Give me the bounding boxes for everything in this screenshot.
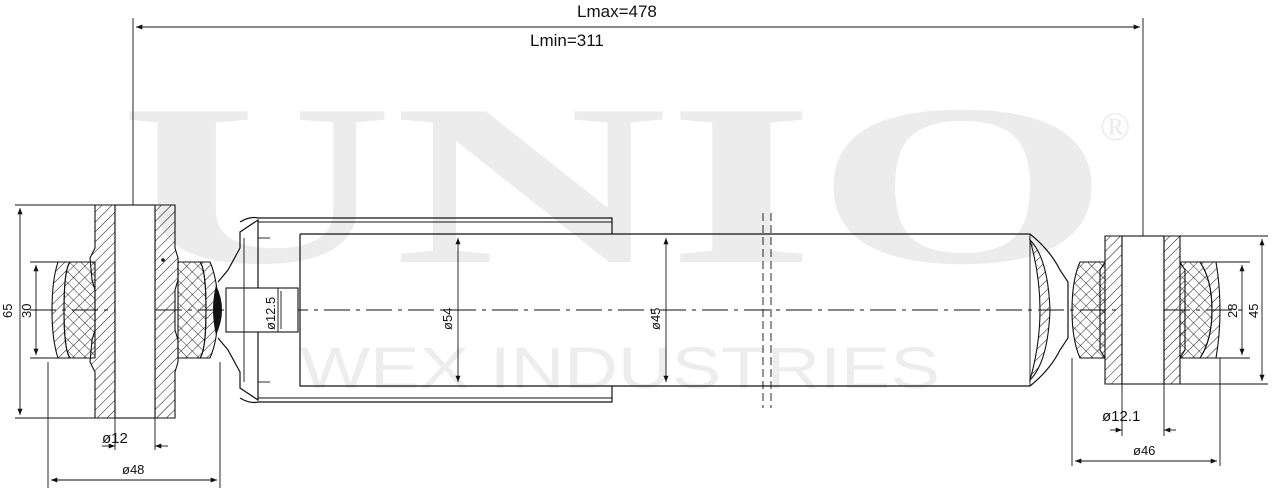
watermark-company: WEX INDUSTRIES (300, 336, 940, 401)
watermark-registered-mark: ® (1100, 104, 1130, 149)
left-bushing-width-label: ø48 (122, 462, 144, 477)
right-height-dimensions: 45 28 (1180, 235, 1268, 385)
lmax-label: Lmax=478 (577, 2, 657, 21)
left-height-dimensions: 65 30 (0, 204, 95, 419)
watermark: UNIO ® WEX INDUSTRIES (120, 57, 1130, 401)
cylinder-inner-diameter-label: ø45 (648, 308, 663, 330)
rod-diameter-label: ø12.5 (263, 297, 278, 330)
length-dimensions: Lmax=478 Lmin=311 (132, 2, 1144, 238)
piston-rod (225, 287, 299, 333)
main-cylinder: ø54 ø45 (299, 213, 1069, 408)
left-outer-height-label: 65 (0, 304, 15, 318)
dust-cover-tube (239, 216, 613, 404)
watermark-brand: UNIO (120, 57, 1110, 312)
piston-rod-assembly: ø12.5 (213, 218, 299, 402)
right-outer-height-label: 45 (1246, 304, 1261, 318)
lmin-label: Lmin=311 (530, 31, 604, 50)
left-bore-diameter-label: ø12 (102, 430, 128, 447)
right-inner-height-label: 28 (1225, 304, 1240, 318)
right-mount-bushing (1071, 235, 1221, 385)
left-mount-bushing (51, 204, 219, 419)
left-bottom-dimensions: ø12 ø48 (47, 362, 221, 488)
right-bushing-width-label: ø46 (1133, 443, 1155, 458)
right-bore-diameter-label: ø12.1 (1102, 408, 1140, 425)
cylinder-outer-diameter-label: ø54 (440, 308, 455, 330)
left-inner-height-label: 30 (19, 304, 34, 318)
right-bottom-dimensions: ø12.1 ø46 (1071, 358, 1221, 466)
